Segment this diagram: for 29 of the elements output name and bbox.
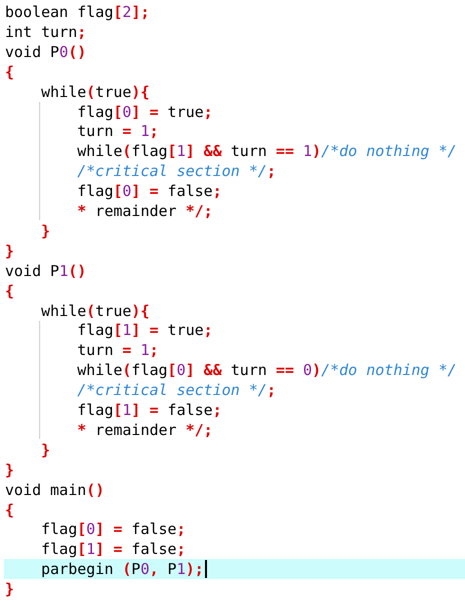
code-line: boolean flag[2]; [5, 2, 150, 22]
code-line: flag[1] = true; [77, 320, 213, 340]
code-line: * remainder */; [77, 420, 213, 440]
code-line: flag[0] = false; [77, 181, 222, 202]
code-line: turn = 1; [77, 121, 159, 142]
code-line: } [41, 440, 50, 460]
code-line: { [5, 280, 14, 301]
code-line: while(true){ [41, 82, 150, 102]
code-line: } [41, 220, 50, 241]
code-line: flag[1] = false; [41, 539, 186, 560]
code-line: void P0() [5, 42, 86, 62]
code-line: while(flag[0] && turn == 0)/*do nothing */ [77, 360, 457, 380]
code-line: flag[0] = true; [77, 102, 213, 122]
code-line: } [5, 240, 14, 261]
code-line: turn = 1; [77, 340, 159, 360]
code-line: { [5, 62, 14, 82]
code-line: while(flag[1] && turn == 1)/*do nothing */ [77, 141, 457, 162]
code-line: int turn; [5, 22, 86, 42]
code-line: void P1() [5, 260, 86, 281]
code-line: } [5, 579, 14, 600]
code-line: while(true){ [41, 300, 150, 320]
code-line: /*critical section */; [77, 380, 276, 400]
code-line: { [5, 500, 14, 520]
code-line: /*critical section */; [77, 161, 276, 182]
code-line: flag[0] = false; [41, 519, 186, 540]
code-line: void main() [5, 480, 104, 500]
code-line: } [5, 460, 14, 480]
code-line: flag[1] = false; [77, 400, 222, 420]
code-line: * remainder */; [77, 201, 213, 221]
